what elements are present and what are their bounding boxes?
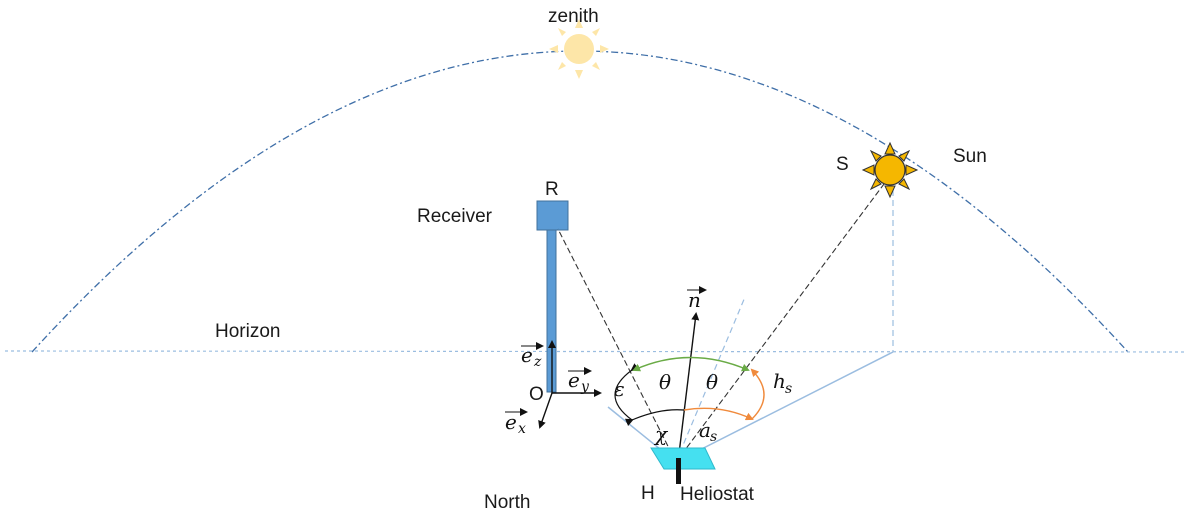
- normal-vector-arrow: [677, 312, 700, 463]
- north-label: North: [484, 492, 530, 513]
- ex-axis: [538, 392, 553, 429]
- receiver-point-label: R: [545, 179, 559, 200]
- incident-ray: [675, 183, 885, 463]
- receiver-box: [536, 200, 569, 231]
- ey-vector-label: e y: [568, 367, 592, 395]
- h-label: h s: [773, 369, 792, 397]
- heliostat-post: [676, 458, 681, 484]
- theta-right-label: θ: [706, 370, 718, 394]
- h-arc: [750, 368, 765, 420]
- svg-text:e: e: [568, 368, 580, 392]
- a-label: a s: [699, 418, 717, 445]
- theta-arc: [632, 356, 750, 372]
- svg-text:y: y: [580, 379, 590, 395]
- svg-text:s: s: [785, 381, 792, 397]
- heliostat-mirror: [650, 447, 716, 470]
- horizon-label: Horizon: [215, 321, 280, 342]
- heliostat-point-label: H: [641, 483, 655, 504]
- svg-text:h: h: [773, 369, 786, 393]
- reflected-ray: [557, 228, 677, 463]
- epsilon-arc: [614, 363, 640, 421]
- sun-path-arc: [31, 50, 1129, 353]
- svg-text:z: z: [533, 354, 542, 370]
- epsilon-label: ε: [614, 377, 625, 401]
- sun-point-label: S: [836, 154, 849, 175]
- ez-vector-label: e z: [521, 342, 544, 370]
- horizon-line: [4, 350, 1185, 353]
- theta-left-label: θ: [659, 370, 671, 394]
- sun-icon: [861, 141, 919, 199]
- sun-label: Sun: [953, 146, 987, 167]
- origin-label: O: [529, 384, 544, 405]
- svg-text:n: n: [688, 288, 701, 312]
- ground-line-right: [675, 351, 894, 463]
- zenith-label: zenith: [548, 6, 599, 27]
- ex-vector-label: e x: [505, 408, 528, 437]
- chi-arc: [624, 409, 685, 427]
- normal-vector-label: n: [687, 286, 707, 312]
- heliostat-label: Heliostat: [680, 484, 755, 505]
- receiver-label: Receiver: [417, 206, 493, 227]
- svg-text:x: x: [518, 421, 526, 437]
- svg-text:a: a: [699, 418, 711, 442]
- svg-text:e: e: [521, 343, 533, 367]
- a-arc: [683, 407, 754, 421]
- zenith-sun-icon: [549, 19, 609, 79]
- svg-text:s: s: [710, 429, 717, 445]
- svg-text:e: e: [505, 410, 517, 434]
- chi-label: χ: [653, 422, 669, 446]
